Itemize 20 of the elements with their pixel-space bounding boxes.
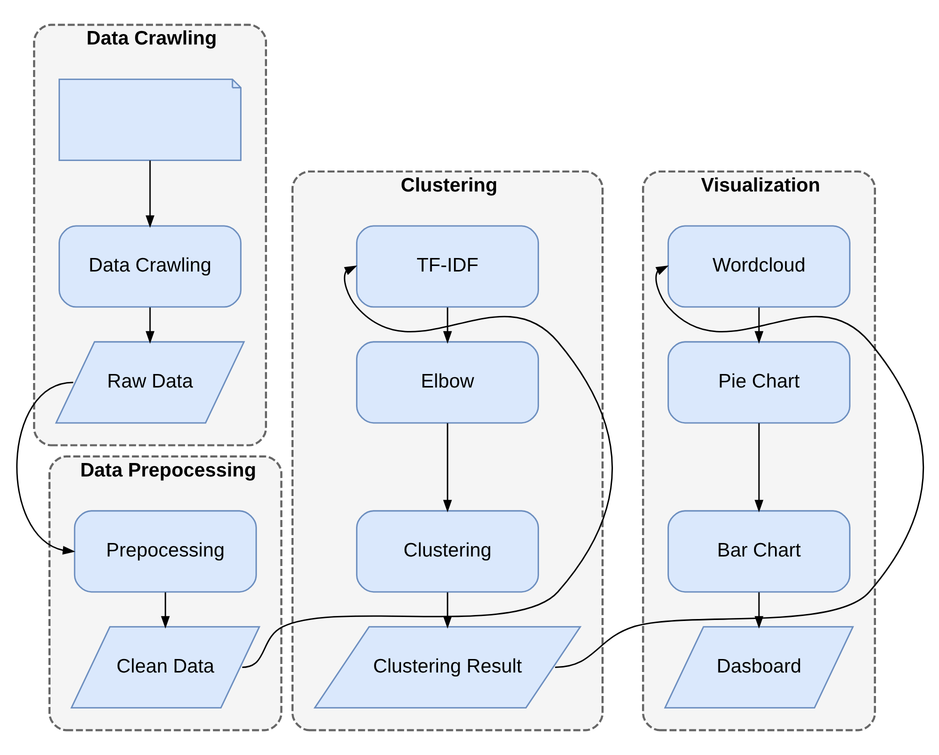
arrow [754,592,763,629]
arrow [442,592,452,629]
arrow [160,592,170,629]
node-box: Pie Chart [667,341,850,424]
arrow [16,382,75,555]
node-box: Data Crawling [58,225,242,308]
arrow [145,307,154,344]
node-box: Wordcloud [667,225,850,308]
arrow [754,423,763,512]
arrow [242,266,612,668]
arrow [442,423,452,512]
arrow [554,266,924,668]
node-box: Elbow [356,341,539,424]
node-box: TF-IDF [356,225,539,308]
arrow [442,307,452,344]
node-box: Prepocessing [73,510,256,593]
node-box: Bar Chart [667,510,850,593]
node-box: Clustering [356,510,539,593]
arrow [145,160,154,228]
arrow [754,307,763,344]
